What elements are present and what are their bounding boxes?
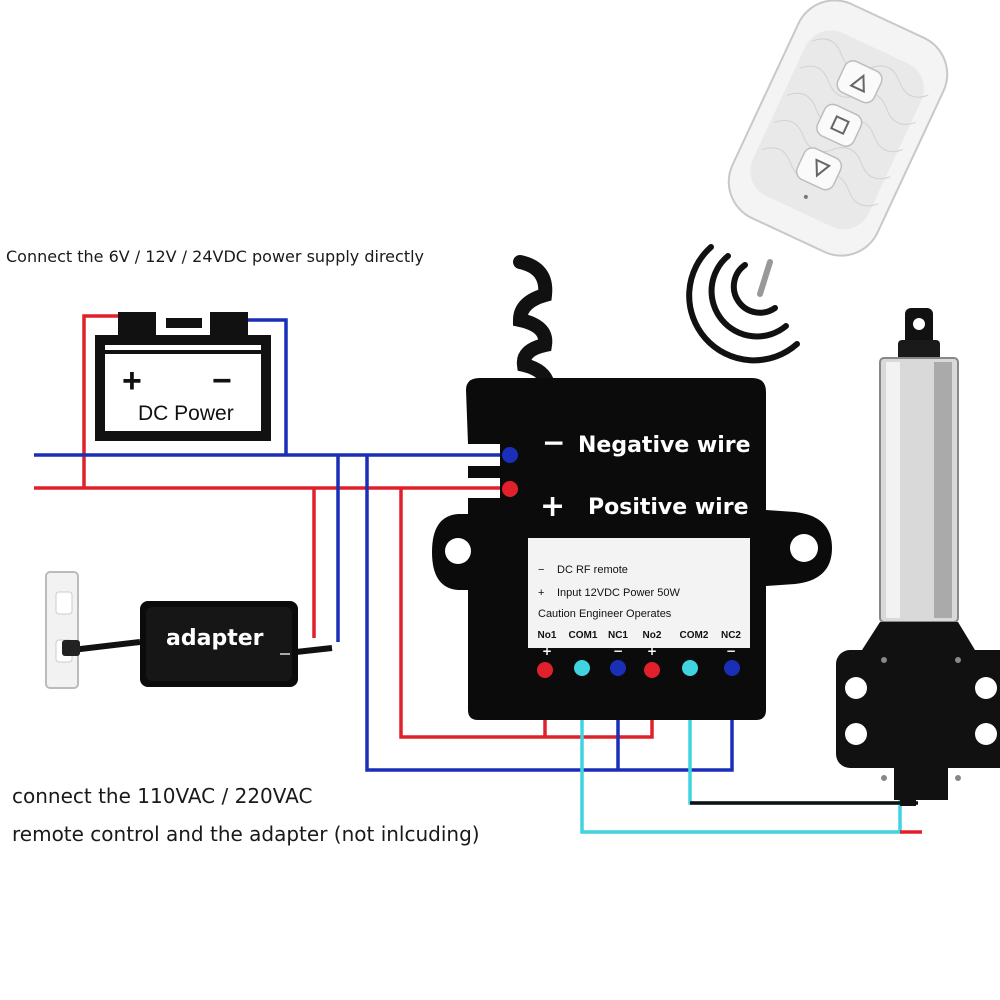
panel-line3: Caution Engineer Operates — [538, 608, 672, 620]
terminal-label-no1: No1 — [538, 630, 557, 641]
positive-sign: + — [540, 489, 565, 524]
ac-instruction-line-1: connect the 110VAC / 220VAC — [12, 784, 313, 808]
remote-stop-button[interactable] — [814, 101, 865, 149]
battery: + − DC Power — [95, 312, 271, 441]
terminal-polarity-nc1: − — [613, 644, 623, 658]
top-instruction-text: Connect the 6V / 12V / 24VDC power suppl… — [6, 247, 425, 266]
mount-hole-right-icon — [790, 534, 818, 562]
terminal-polarity-nc2: − — [726, 644, 736, 658]
positive-terminal[interactable] — [502, 481, 518, 497]
coiled-cable — [512, 255, 555, 392]
terminal-no2-dot[interactable] — [644, 662, 660, 678]
terminal-label-nc1: NC1 — [608, 630, 628, 641]
terminal-label-com2: COM2 — [680, 630, 709, 641]
mount-hole-left-icon — [445, 538, 471, 564]
negative-wire-label: Negative wire — [578, 433, 751, 458]
controller: − Negative wire + Positive wire − DC RF … — [432, 378, 832, 720]
terminal-polarity-no2: + — [647, 644, 657, 658]
negative-terminal[interactable] — [502, 447, 518, 463]
positive-wire-label: Positive wire — [588, 495, 749, 520]
panel-line2: Input 12VDC Power 50W — [557, 587, 681, 599]
terminal-nc1-dot[interactable] — [610, 660, 626, 676]
triangle-up-icon — [849, 73, 865, 94]
terminal-polarity-no1: + — [542, 644, 552, 658]
terminal-com2-dot[interactable] — [682, 660, 698, 676]
linear-actuator — [836, 308, 1000, 806]
terminal-row: No1 + COM1 NC1 − No2 + COM2 NC2 − — [538, 630, 742, 658]
panel-line1: DC RF remote — [557, 564, 628, 576]
adapter-label: adapter — [166, 626, 264, 651]
controller-label-panel — [528, 538, 750, 648]
terminal-no1-dot[interactable] — [537, 662, 553, 678]
panel-line2-sign: + — [538, 587, 544, 599]
panel-line1-sign: − — [538, 564, 544, 576]
square-stop-icon — [829, 115, 850, 136]
terminal-nc2-dot[interactable] — [724, 660, 740, 676]
terminal-dots — [537, 660, 740, 678]
triangle-down-icon — [815, 158, 832, 178]
antenna-icon — [757, 259, 773, 297]
battery-plus-sign: + — [122, 362, 142, 400]
terminal-label-com1: COM1 — [569, 630, 598, 641]
signal-waves-icon — [686, 244, 800, 364]
remote-up-button[interactable] — [834, 58, 885, 106]
remote-control — [686, 0, 949, 364]
wires — [34, 314, 922, 834]
adapter-plug-cable — [62, 639, 333, 656]
terminal-com1-dot[interactable] — [574, 660, 590, 676]
ac-instruction-line-2: remote control and the adapter (not inlc… — [12, 822, 480, 846]
negative-sign: − — [542, 426, 565, 459]
battery-minus-sign: − — [212, 362, 232, 400]
battery-label: DC Power — [138, 402, 234, 425]
terminal-label-nc2: NC2 — [721, 630, 741, 641]
wall-outlet — [45, 571, 79, 689]
adapter: adapter — [140, 601, 298, 687]
remote-down-button[interactable] — [794, 145, 845, 193]
terminal-label-no2: No2 — [643, 630, 662, 641]
